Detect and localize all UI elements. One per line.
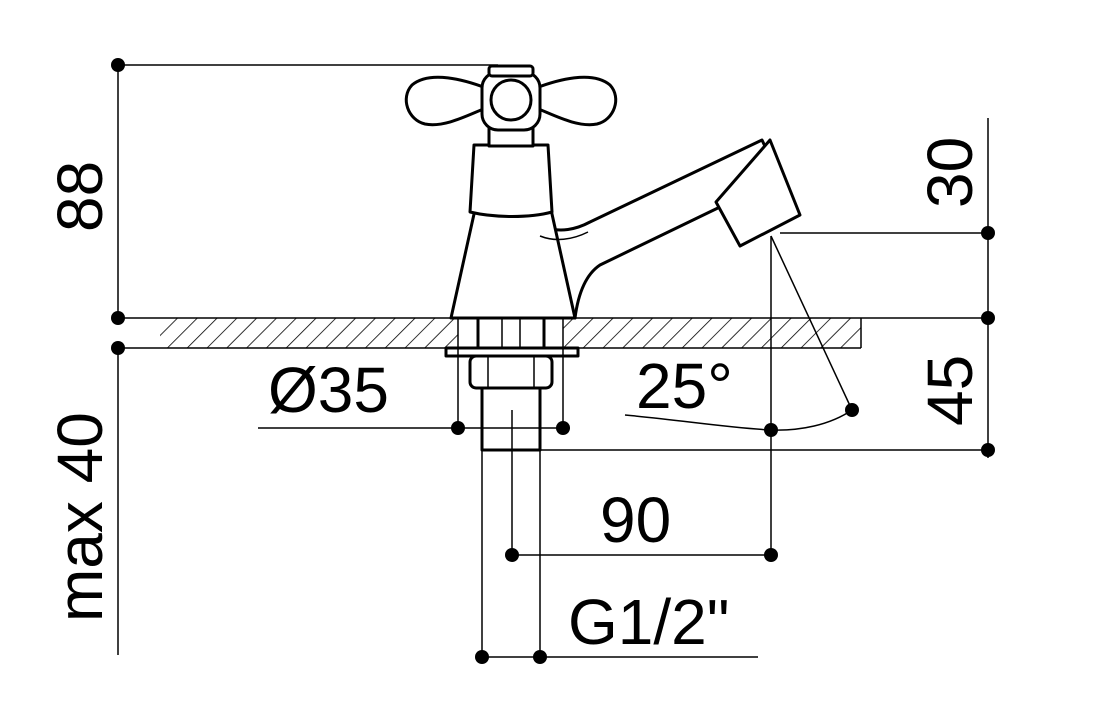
label-spout-height: 30 — [914, 137, 986, 208]
label-max-deck-thickness: max 40 — [44, 412, 116, 622]
shank-through-deck — [476, 316, 546, 350]
dimension-labels: 88 max 40 30 45 Ø35 25° 90 G1/2" — [44, 137, 986, 658]
threaded-shank — [480, 386, 542, 452]
under-deck-fixing — [444, 316, 580, 452]
locknut — [468, 354, 554, 390]
label-spout-reach: 90 — [600, 484, 671, 556]
spout-outlet — [714, 138, 802, 248]
dimension-lines — [117, 64, 989, 658]
label-thread: G1/2" — [568, 586, 729, 658]
label-below-deck: 45 — [914, 355, 986, 426]
label-total-height: 88 — [44, 161, 116, 232]
label-base-diameter: Ø35 — [268, 354, 389, 426]
spout — [543, 138, 782, 320]
bonnet — [468, 143, 554, 218]
handle-cap — [489, 78, 533, 122]
handle-left-arm — [404, 75, 488, 127]
label-spout-angle: 25° — [636, 350, 733, 422]
dimension-dots — [111, 58, 995, 664]
tap-body — [449, 203, 577, 320]
handle-right-arm — [534, 75, 618, 127]
handle-top — [487, 64, 535, 78]
faucet-body — [404, 64, 802, 320]
